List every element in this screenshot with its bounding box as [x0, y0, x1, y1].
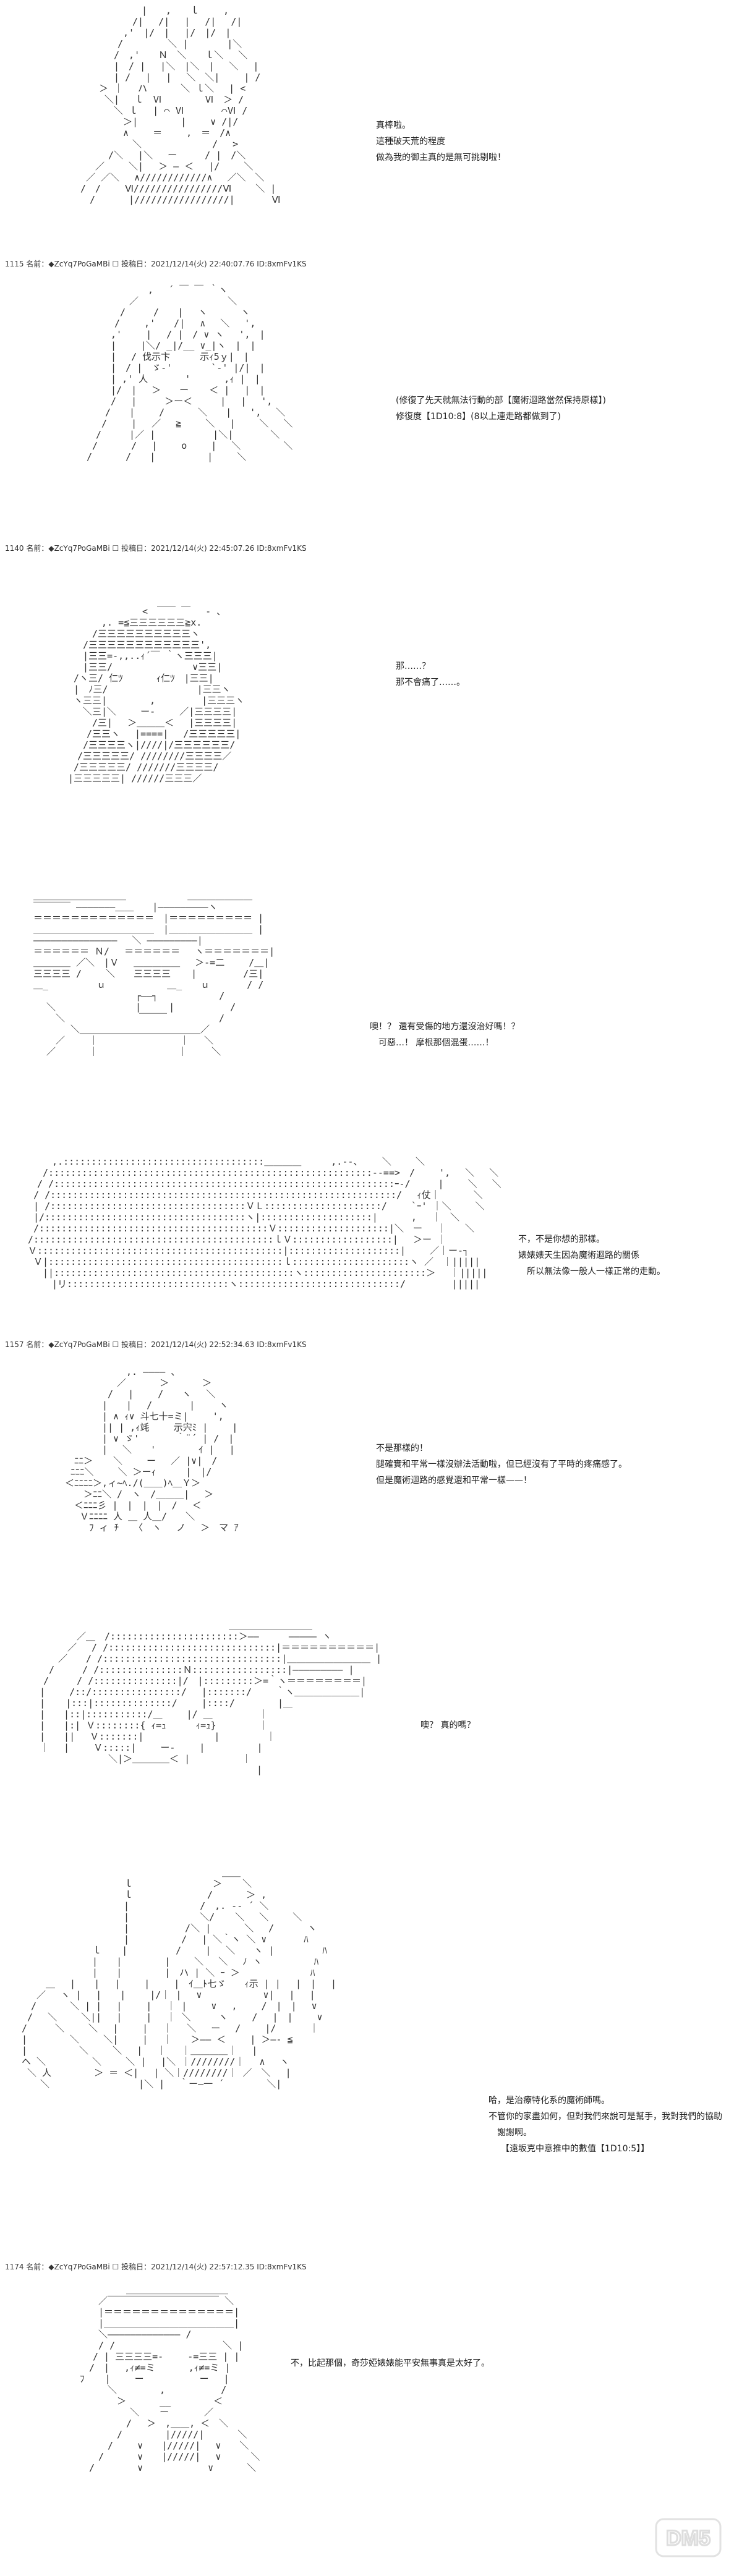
dialog-box: 真棒啦。 這種破天荒的程度 做為我的御主真的是無可挑剔啦！	[376, 117, 506, 166]
dialog-box: 噢！？ 還有受傷的地方還沒治好嗎！？ 可惡…！ 摩根那個混蛋……！	[370, 1019, 519, 1051]
dialog-line: 噢？ 真的嗎？	[420, 1720, 476, 1730]
panel-6: ,. ―――― 、 ／ ＞ ＞ / | / ヽ ＼ | | / | ヽ | ∧ …	[0, 1354, 734, 1601]
post-header: 1157 名前：◆ZcYq7PoGaMBi ☐ 投稿日：2021/12/14(火…	[5, 1340, 307, 1349]
dialog-line: 那……？	[396, 661, 430, 671]
panel-7: ＿＿＿＿＿＿＿＿＿ ／＿ /:::::::::::::::::::::::＞――…	[0, 1601, 734, 1861]
panel-8: ＿＿ ｌ ＞ ＼ ｌ / ＞ , | / ,. -‐ ´ ＼ | ＼/ ＼ ＼ …	[0, 1861, 734, 2275]
dialog-line: 所以無法像一般人一樣正常的走動。	[518, 1267, 665, 1277]
panel-1: | , ｌ , /| /| | /| /| ,' |/ | |/ |/ | / …	[0, 0, 734, 272]
watermark-text: DM5	[666, 2527, 711, 2550]
panel-3: < ￣￣ ￣ - 、 ,. =≦三三三三三三≧x. /三三三三三三三三三三ヽ /…	[0, 556, 734, 853]
panel-4: ＿＿＿＿＿＿＿＿＿＿ ＿＿＿＿＿＿＿ ￣￣￣￣ ―――――――＿＿ |―――――…	[0, 853, 734, 1125]
post-header: 1140 名前：◆ZcYq7PoGaMBi ☐ 投稿日：2021/12/14(火…	[5, 544, 307, 553]
dialog-line: 不管你的家盡如何，但對我們來說可是幫手，我對我們的協助	[489, 2112, 722, 2122]
panel-5: ,.::::::::::::::::::::::::::::::::::::＿＿…	[0, 1125, 734, 1354]
ascii-art-figure: ＿＿＿＿＿＿＿＿＿＿＿ ／￣￣￣￣￣￣￣￣￣￣￣￣ ＼ |＝＝＝＝＝＝＝＝＝＝＝…	[80, 2284, 260, 2473]
dialog-box: 噢？ 真的嗎？	[420, 1717, 475, 1733]
ascii-art-figure: ,. ―――― 、 ／ ＞ ＞ / | / ヽ ＼ | | / | ヽ | ∧ …	[65, 1366, 239, 1533]
dialog-line: 謝謝啊。	[489, 2128, 532, 2138]
dialog-line: 那不會痛了……。	[396, 678, 465, 687]
dialog-line: 修復度【1D10:8】(8以上連走路都做到了)	[396, 412, 561, 422]
dialog-line: 【遠坂克中意推中的數值【1D10:5】】	[501, 2144, 650, 2154]
dialog-line: 哈，是治療特化系的魔術師嗎。	[489, 2096, 610, 2106]
ascii-art-figure: ＿＿＿＿＿＿＿＿＿ ／＿ /:::::::::::::::::::::::＞――…	[40, 1620, 382, 1775]
dialog-line: 可惡…！ 摩根那個混蛋……！	[370, 1038, 494, 1048]
post-header: 1174 名前：◆ZcYq7PoGaMBi ☐ 投稿日：2021/12/14(火…	[5, 2263, 307, 2271]
dialog-line: 不，不是你想的那樣。	[518, 1235, 605, 1244]
dialog-box: 哈，是治療特化系的魔術師嗎。 不管你的家盡如何，但對我們來說可是幫手，我對我們的…	[489, 2093, 722, 2157]
ascii-art-figure: ,.::::::::::::::::::::::::::::::::::::＿＿…	[28, 1156, 501, 1290]
dialog-box: 不，比起那個，奇莎婭婊婊能平安無事真是太好了。	[291, 2355, 490, 2371]
ascii-art-figure: ＿＿＿＿＿＿＿＿＿＿ ＿＿＿＿＿＿＿ ￣￣￣￣ ―――――――＿＿ |―――――…	[33, 890, 275, 1057]
post-header: 1115 名前：◆ZcYq7PoGaMBi ☐ 投稿日：2021/12/14(火…	[5, 260, 307, 268]
dialog-line: 婊婊婊天生因為魔術迴路的關係	[518, 1251, 639, 1260]
ascii-art-figure: | , ｌ , /| /| | /| /| ,' |/ | |/ |/ | / …	[80, 5, 281, 205]
dialog-line: 噢！？ 還有受傷的地方還沒治好嗎！？	[370, 1022, 520, 1032]
dialog-line: (修復了先天就無法行動的部【魔術迴路當然保持原樣】)	[396, 396, 606, 406]
ascii-art-figure: ＿＿ ｌ ＞ ＼ ｌ / ＞ , | / ,. -‐ ´ ＼ | ＼/ ＼ ＼ …	[22, 1867, 337, 2089]
dialog-line: 但是魔術迴路的感覺還和平常一樣——！	[376, 1476, 532, 1486]
dialog-line: 不是那樣的！	[376, 1443, 428, 1453]
dialog-line: 這種破天荒的程度	[376, 137, 445, 147]
ascii-art-figure: < ￣￣ ￣ - 、 ,. =≦三三三三三三≧x. /三三三三三三三三三三ヽ /…	[68, 606, 245, 784]
dialog-line: 做為我的御主真的是無可挑剔啦！	[376, 153, 506, 163]
dialog-box: (修復了先天就無法行動的部【魔術迴路當然保持原樣】) 修復度【1D10:8】(8…	[396, 393, 606, 425]
dm5-watermark-logo: DM5	[655, 2518, 722, 2557]
dialog-line: 真棒啦。	[376, 121, 411, 130]
panel-2: , ´ ￣ ￣ ｀ヽ ／ ＼ / / | ヽ ヽ / ,' /| ∧ ＼ ', …	[0, 272, 734, 556]
dialog-line: 不，比起那個，奇莎婭婊婊能平安無事真是太好了。	[291, 2358, 490, 2368]
ascii-art-figure: , ´ ￣ ￣ ｀ヽ ／ ＼ / / | ヽ ヽ / ,' /| ∧ ＼ ', …	[87, 284, 293, 462]
dialog-box: 不是那樣的！ 腿確實和平常一樣沒辦法活動啦，但已經沒有了平時的疼痛感了。 但是魔…	[376, 1440, 627, 1489]
panel-9: ＿＿＿＿＿＿＿＿＿＿＿ ／￣￣￣￣￣￣￣￣￣￣￣￣ ＼ |＝＝＝＝＝＝＝＝＝＝＝…	[0, 2275, 734, 2576]
dialog-line: 腿確實和平常一樣沒辦法活動啦，但已經沒有了平時的疼痛感了。	[376, 1460, 627, 1469]
dialog-box: 那……？ 那不會痛了……。	[396, 658, 465, 691]
dialog-box: 不，不是你想的那樣。 婊婊婊天生因為魔術迴路的關係 所以無法像一般人一樣正常的走…	[518, 1231, 665, 1280]
